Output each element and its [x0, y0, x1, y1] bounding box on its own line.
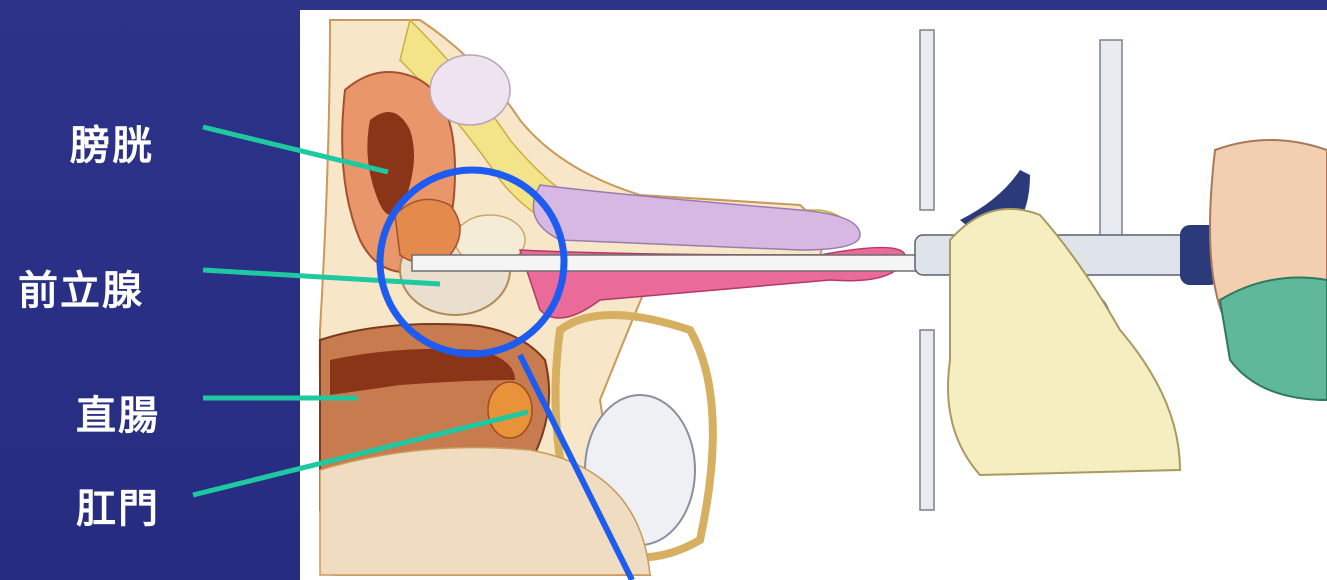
leader-line-anus [193, 412, 528, 495]
highlight-circle [380, 170, 564, 354]
label-rectum: 直腸 [76, 383, 160, 441]
label-prostate: 前立腺 [18, 258, 144, 316]
leader-line-bladder [203, 127, 388, 172]
leader-line-prostate [203, 270, 440, 284]
label-bladder: 膀胱 [70, 113, 154, 171]
highlight-pointer [520, 355, 632, 580]
label-anus: 肛門 [76, 476, 160, 534]
